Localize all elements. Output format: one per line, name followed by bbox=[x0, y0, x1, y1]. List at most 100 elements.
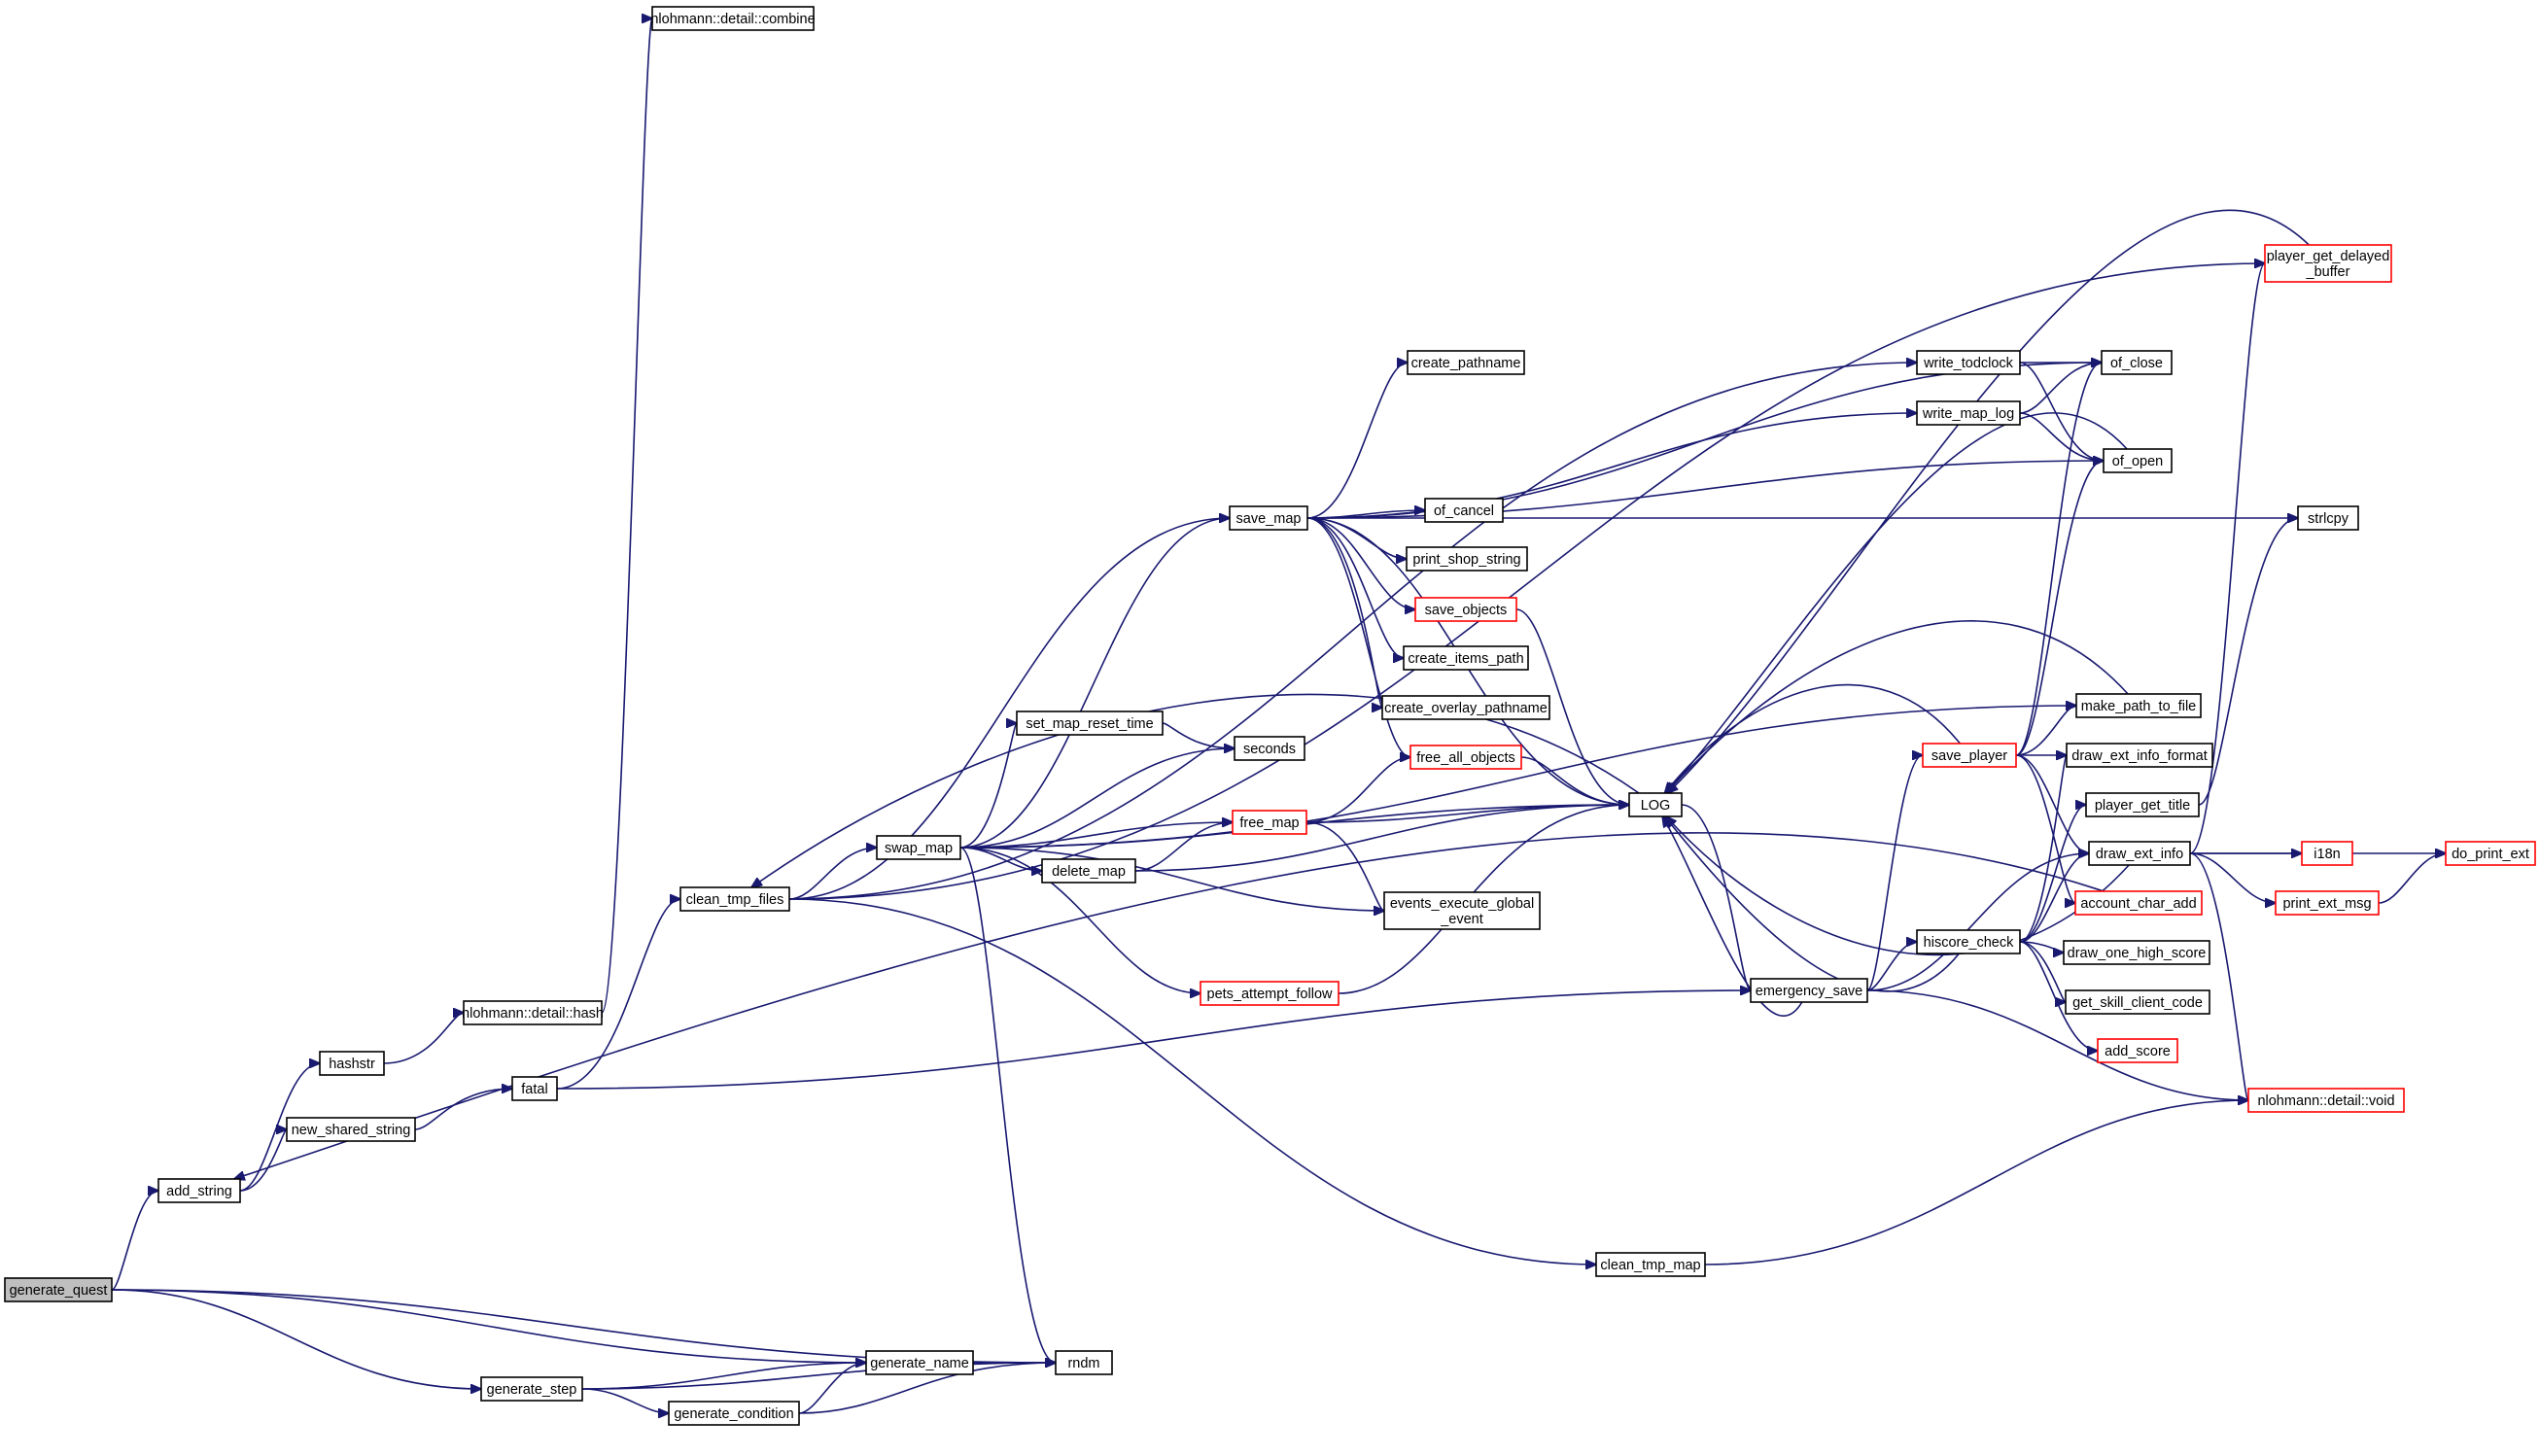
node-box[interactable] bbox=[2275, 890, 2380, 916]
node-box[interactable] bbox=[2445, 841, 2536, 866]
node-box[interactable] bbox=[1407, 350, 1525, 375]
node-delete_map[interactable]: delete_map bbox=[1041, 858, 1136, 884]
node-emergency_save[interactable]: emergency_save bbox=[1750, 978, 1868, 1003]
node-clean_tmp_map[interactable]: clean_tmp_map bbox=[1595, 1252, 1706, 1277]
node-LOG[interactable]: LOG bbox=[1628, 792, 1683, 817]
node-box[interactable] bbox=[2297, 505, 2359, 531]
node-box[interactable] bbox=[2097, 1038, 2178, 1063]
node-generate_step[interactable]: generate_step bbox=[480, 1376, 583, 1402]
node-box[interactable] bbox=[2065, 989, 2210, 1015]
node-of_cancel[interactable]: of_cancel bbox=[1424, 498, 1504, 523]
node-rndm[interactable]: rndm bbox=[1055, 1350, 1113, 1375]
node-box[interactable] bbox=[2101, 350, 2173, 375]
node-clean_tmp_files[interactable]: clean_tmp_files bbox=[679, 886, 790, 912]
node-hashstr[interactable]: hashstr bbox=[319, 1051, 385, 1076]
node-get_skill_client_code[interactable]: get_skill_client_code bbox=[2065, 989, 2210, 1015]
node-box[interactable] bbox=[480, 1376, 583, 1402]
node-box[interactable] bbox=[1916, 929, 2021, 954]
node-box[interactable] bbox=[1424, 498, 1504, 523]
node-box[interactable] bbox=[2074, 890, 2203, 916]
node-box[interactable] bbox=[865, 1350, 974, 1375]
node-events_execute_global_event[interactable]: events_execute_global_event bbox=[1383, 891, 1541, 930]
node-of_open[interactable]: of_open bbox=[2103, 448, 2173, 473]
node-box[interactable] bbox=[1414, 597, 1517, 622]
node-seconds[interactable]: seconds bbox=[1234, 736, 1305, 761]
node-box[interactable] bbox=[511, 1076, 558, 1101]
node-account_char_add[interactable]: account_char_add bbox=[2074, 890, 2203, 916]
node-add_score[interactable]: add_score bbox=[2097, 1038, 2178, 1063]
node-print_shop_string[interactable]: print_shop_string bbox=[1406, 546, 1528, 572]
node-box[interactable] bbox=[876, 835, 961, 860]
node-nl_hash[interactable]: nlohmann::detail::hash bbox=[462, 1000, 604, 1025]
node-player_get_delayed_buffer[interactable]: player_get_delayed_buffer bbox=[2264, 244, 2392, 283]
node-box[interactable] bbox=[1595, 1252, 1706, 1277]
node-nl_combine[interactable]: nlohmann::detail::combine bbox=[650, 6, 816, 31]
node-box[interactable] bbox=[2063, 940, 2210, 965]
node-draw_one_high_score[interactable]: draw_one_high_score bbox=[2063, 940, 2210, 965]
node-box[interactable] bbox=[2301, 841, 2353, 866]
node-box[interactable] bbox=[1381, 695, 1550, 720]
node-box[interactable] bbox=[2264, 244, 2392, 283]
node-box[interactable] bbox=[463, 1000, 603, 1025]
node-player_get_title[interactable]: player_get_title bbox=[2085, 792, 2200, 817]
node-box[interactable] bbox=[1916, 350, 2021, 375]
node-box[interactable] bbox=[2247, 1088, 2405, 1113]
node-generate_quest[interactable]: generate_quest bbox=[4, 1277, 113, 1302]
node-box[interactable] bbox=[2088, 841, 2191, 866]
node-box[interactable] bbox=[286, 1117, 416, 1142]
node-create_pathname[interactable]: create_pathname bbox=[1407, 350, 1525, 375]
node-save_objects[interactable]: save_objects bbox=[1414, 597, 1517, 622]
node-print_ext_msg[interactable]: print_ext_msg bbox=[2275, 890, 2380, 916]
node-fatal[interactable]: fatal bbox=[511, 1076, 558, 1101]
node-box[interactable] bbox=[1922, 743, 2017, 768]
node-nl_void[interactable]: nlohmann::detail::void bbox=[2247, 1088, 2405, 1113]
node-draw_ext_info_format[interactable]: draw_ext_info_format bbox=[2066, 743, 2213, 768]
node-box[interactable] bbox=[1232, 810, 1307, 835]
node-box[interactable] bbox=[1750, 978, 1868, 1003]
node-box[interactable] bbox=[1234, 736, 1305, 761]
node-box[interactable] bbox=[1229, 505, 1308, 531]
node-make_path_to_file[interactable]: make_path_to_file bbox=[2075, 693, 2202, 718]
node-box[interactable] bbox=[679, 886, 790, 912]
node-box[interactable] bbox=[1409, 745, 1522, 770]
node-box[interactable] bbox=[2075, 693, 2202, 718]
node-strlcpy[interactable]: strlcpy bbox=[2297, 505, 2359, 531]
node-box[interactable] bbox=[319, 1051, 385, 1076]
node-i18n[interactable]: i18n bbox=[2301, 841, 2353, 866]
node-write_map_log[interactable]: write_map_log bbox=[1916, 400, 2021, 426]
node-box[interactable] bbox=[4, 1277, 113, 1302]
node-box[interactable] bbox=[1041, 858, 1136, 884]
node-box[interactable] bbox=[668, 1401, 800, 1426]
node-create_items_path[interactable]: create_items_path bbox=[1403, 645, 1529, 671]
node-set_map_reset_time[interactable]: set_map_reset_time bbox=[1016, 711, 1164, 736]
node-box[interactable] bbox=[2085, 792, 2200, 817]
node-add_string[interactable]: add_string bbox=[157, 1178, 241, 1203]
node-write_todclock[interactable]: write_todclock bbox=[1916, 350, 2021, 375]
node-save_player[interactable]: save_player bbox=[1922, 743, 2017, 768]
node-save_map[interactable]: save_map bbox=[1229, 505, 1308, 531]
node-box[interactable] bbox=[1383, 891, 1541, 930]
node-box[interactable] bbox=[1055, 1350, 1113, 1375]
node-free_map[interactable]: free_map bbox=[1232, 810, 1307, 835]
node-generate_condition[interactable]: generate_condition bbox=[668, 1401, 800, 1426]
node-box[interactable] bbox=[1916, 400, 2021, 426]
node-generate_name[interactable]: generate_name bbox=[865, 1350, 974, 1375]
node-do_print_ext[interactable]: do_print_ext bbox=[2445, 841, 2536, 866]
node-hiscore_check[interactable]: hiscore_check bbox=[1916, 929, 2021, 954]
node-box[interactable] bbox=[1200, 981, 1340, 1006]
node-box[interactable] bbox=[1628, 792, 1683, 817]
node-box[interactable] bbox=[157, 1178, 241, 1203]
node-free_all_objects[interactable]: free_all_objects bbox=[1409, 745, 1522, 770]
node-box[interactable] bbox=[1406, 546, 1528, 572]
node-box[interactable] bbox=[1016, 711, 1164, 736]
node-pets_attempt_follow[interactable]: pets_attempt_follow bbox=[1200, 981, 1340, 1006]
node-box[interactable] bbox=[2066, 743, 2213, 768]
node-draw_ext_info[interactable]: draw_ext_info bbox=[2088, 841, 2191, 866]
node-new_shared_string[interactable]: new_shared_string bbox=[286, 1117, 416, 1142]
node-create_overlay_pathname[interactable]: create_overlay_pathname bbox=[1381, 695, 1550, 720]
node-swap_map[interactable]: swap_map bbox=[876, 835, 961, 860]
node-box[interactable] bbox=[651, 6, 815, 31]
node-of_close[interactable]: of_close bbox=[2101, 350, 2173, 375]
node-box[interactable] bbox=[1403, 645, 1529, 671]
node-box[interactable] bbox=[2103, 448, 2173, 473]
